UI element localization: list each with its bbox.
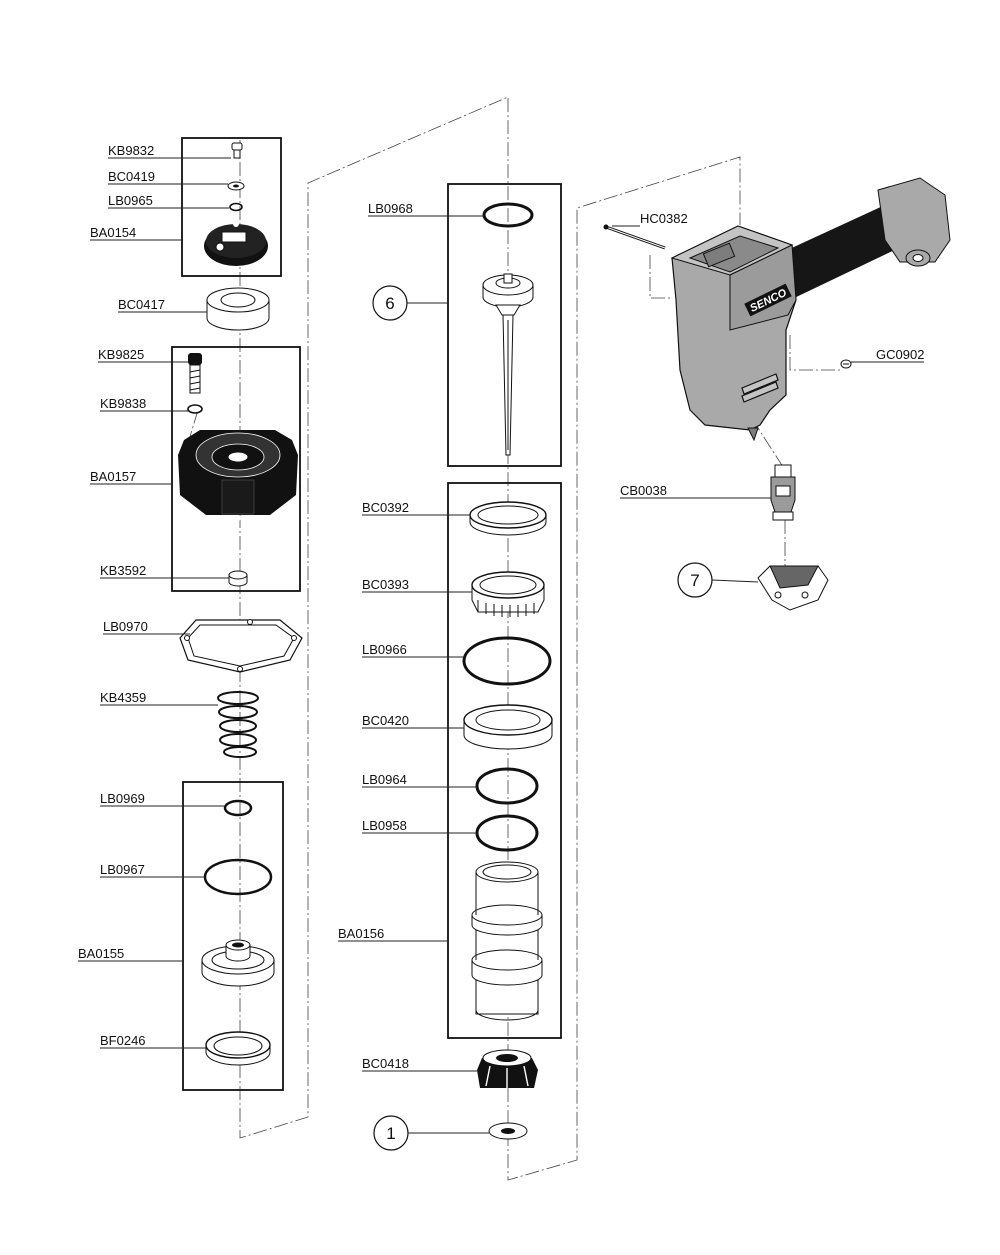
trigger-kit7 [757, 565, 829, 611]
kit-callout-6-number: 6 [385, 294, 394, 313]
label-ba0156: BA0156 [338, 926, 384, 941]
screw-gc0902 [840, 359, 852, 369]
gasket-lb0970 [179, 619, 303, 673]
oring-lb0965 [229, 202, 243, 212]
cylinder-cap-ba0157 [178, 430, 298, 521]
oring-lb0964 [475, 767, 539, 805]
label-ba0155: BA0155 [78, 946, 124, 961]
oring-lb0958 [475, 814, 539, 852]
kit-boxes [171, 137, 562, 1091]
label-lb0969: LB0969 [100, 791, 145, 806]
middle-column-parts [462, 202, 553, 1140]
label-kb4359: KB4359 [100, 690, 146, 705]
piston-driver-assembly [482, 273, 534, 456]
washer-bc0419 [227, 181, 245, 191]
label-cb0038: CB0038 [620, 483, 667, 498]
label-kb9825: KB9825 [98, 347, 144, 362]
label-lb0965: LB0965 [108, 193, 153, 208]
screw-kb9832 [231, 142, 243, 159]
label-lb0970: LB0970 [103, 619, 148, 634]
oring-lb0966 [462, 636, 552, 686]
label-bf0246: BF0246 [100, 1033, 146, 1048]
label-kb9838: KB9838 [100, 396, 146, 411]
label-hc0382: HC0382 [640, 211, 688, 226]
valve-cb0038 [770, 464, 796, 521]
head-valve-ba0155 [201, 939, 275, 987]
label-bc0393: BC0393 [362, 577, 409, 592]
label-bc0417: BC0417 [118, 297, 165, 312]
washer-kb9838 [187, 404, 203, 414]
cylinder-ba0156 [471, 861, 543, 1021]
label-kb9832: KB9832 [108, 143, 154, 158]
ring-bc0420 [463, 704, 553, 750]
spring-kb4359 [217, 691, 259, 758]
tool-housing: SENCO [670, 177, 951, 442]
washer-kit1 [488, 1122, 528, 1140]
ring-bc0393 [471, 571, 545, 617]
kit-box-head-valve [182, 781, 284, 1091]
grip [770, 205, 905, 300]
label-bc0419: BC0419 [108, 169, 155, 184]
pin-hc0382 [603, 224, 666, 250]
bolt-kb9825 [188, 353, 202, 394]
kit-box-piston-driver [447, 183, 562, 467]
label-lb0958: LB0958 [362, 818, 407, 833]
kit-box-cylinder-cap [171, 346, 301, 592]
kit-callout-7: 7 [677, 562, 713, 598]
label-lb0967: LB0967 [100, 862, 145, 877]
label-lb0966: LB0966 [362, 642, 407, 657]
ring-bc0392 [469, 501, 547, 536]
oring-lb0969 [223, 799, 253, 817]
kit-callout-1-number: 1 [386, 1124, 395, 1143]
spacer-bc0417 [206, 287, 270, 331]
bushing-kb3592 [228, 570, 248, 587]
kit-box-top-cap [181, 137, 282, 277]
kit-callout-1: 1 [373, 1115, 409, 1151]
kit-box-cylinder [447, 482, 562, 1039]
leader-lines [78, 157, 924, 1134]
label-bc0418: BC0418 [362, 1056, 409, 1071]
label-lb0968: LB0968 [368, 201, 413, 216]
oring-lb0968 [482, 202, 534, 228]
label-bc0392: BC0392 [362, 500, 409, 515]
part-labels: KB9832 BC0419 LB0965 BA0154 BC0417 KB982… [78, 143, 924, 1071]
label-lb0964: LB0964 [362, 772, 407, 787]
label-bc0420: BC0420 [362, 713, 409, 728]
left-column-parts [178, 142, 303, 1066]
label-ba0157: BA0157 [90, 469, 136, 484]
grip-endcap [877, 177, 951, 263]
kit-callouts: 6 1 7 [372, 285, 713, 1151]
label-gc0902: GC0902 [876, 347, 924, 362]
bumper-bc0418 [477, 1049, 538, 1088]
kit-callout-7-number: 7 [690, 571, 699, 590]
oring-lb0967 [203, 858, 273, 896]
label-kb3592: KB3592 [100, 563, 146, 578]
vent-slots [741, 373, 779, 403]
cap-ba0154 [204, 221, 268, 266]
label-ba0154: BA0154 [90, 225, 136, 240]
seal-bf0246 [205, 1031, 271, 1066]
kit-callout-6: 6 [372, 285, 408, 321]
